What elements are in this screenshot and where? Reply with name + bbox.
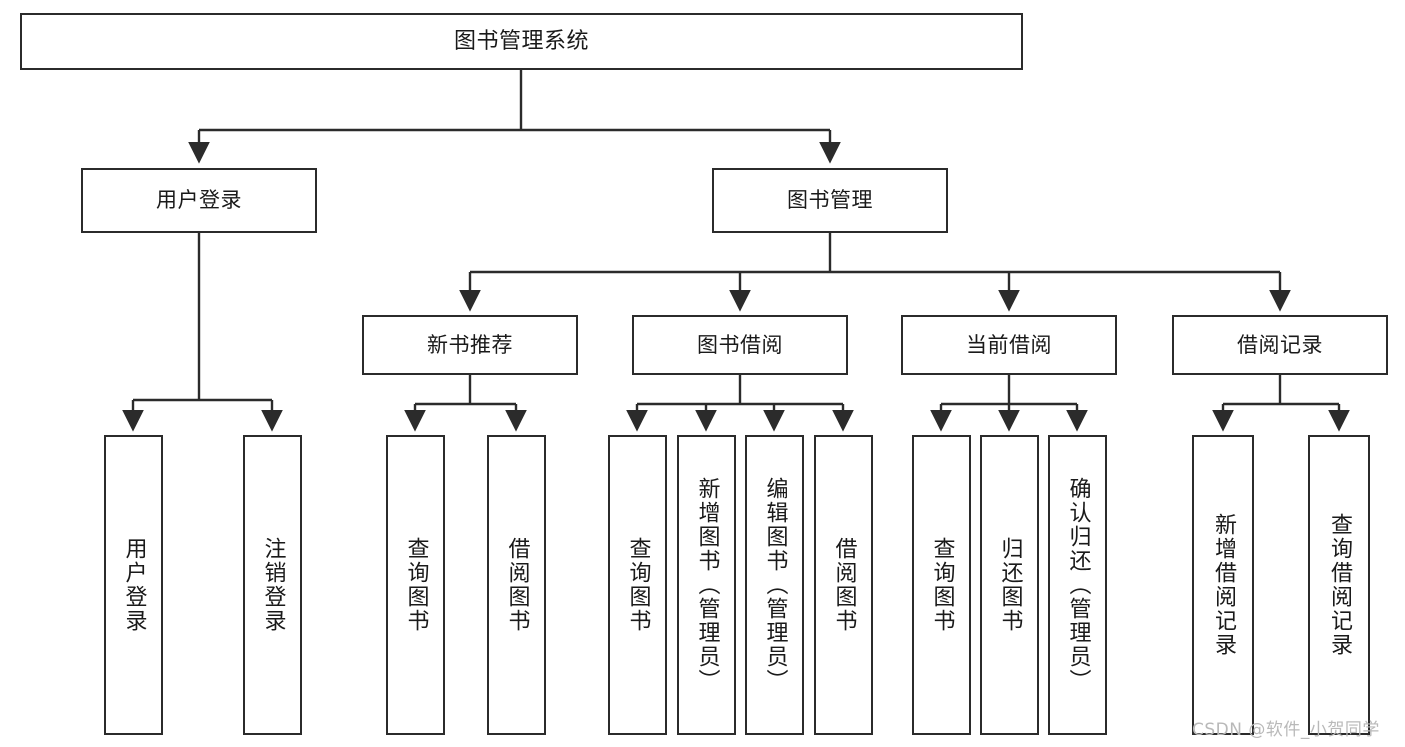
node-book-borrow-label: 图书借阅 (697, 332, 783, 357)
leaf-user-login[interactable]: 用户登录 (104, 435, 163, 735)
csdn-watermark: CSDN @软件_小贺同学 (1192, 720, 1380, 740)
leaf-add-borrow-record-label: 新增借阅记录 (1211, 513, 1236, 657)
leaf-current-query-book-label: 查询图书 (929, 537, 955, 633)
node-user-login-label: 用户登录 (156, 188, 242, 213)
leaf-new-borrow-book[interactable]: 借阅图书 (487, 435, 546, 735)
leaf-logout[interactable]: 注销登录 (243, 435, 302, 735)
leaf-query-borrow-record-label: 查询借阅记录 (1327, 513, 1352, 657)
leaf-return-book-label: 归还图书 (997, 537, 1023, 633)
leaf-edit-book-admin-label: 编辑图书（管理员） (762, 477, 788, 693)
node-root-label: 图书管理系统 (453, 28, 589, 54)
leaf-add-borrow-record[interactable]: 新增借阅记录 (1192, 435, 1254, 735)
node-current-borrow[interactable]: 当前借阅 (901, 315, 1117, 375)
leaf-return-book[interactable]: 归还图书 (980, 435, 1039, 735)
leaf-query-borrow-record[interactable]: 查询借阅记录 (1308, 435, 1370, 735)
leaf-user-login-label: 用户登录 (121, 537, 147, 633)
leaf-add-book-admin[interactable]: 新增图书（管理员） (677, 435, 736, 735)
leaf-borrow-book-label: 借阅图书 (831, 537, 857, 633)
node-current-borrow-label: 当前借阅 (966, 332, 1052, 357)
leaf-borrow-book[interactable]: 借阅图书 (814, 435, 873, 735)
node-book-management[interactable]: 图书管理 (712, 168, 948, 233)
node-book-management-label: 图书管理 (787, 188, 873, 213)
leaf-new-query-book-label: 查询图书 (403, 537, 429, 633)
leaf-new-borrow-book-label: 借阅图书 (504, 537, 530, 633)
leaf-confirm-return-admin-label: 确认归还（管理员） (1065, 477, 1091, 693)
node-user-login[interactable]: 用户登录 (81, 168, 317, 233)
node-borrow-record-label: 借阅记录 (1237, 332, 1323, 357)
leaf-edit-book-admin[interactable]: 编辑图书（管理员） (745, 435, 804, 735)
leaf-borrow-query-book-label: 查询图书 (625, 537, 651, 633)
node-root[interactable]: 图书管理系统 (20, 13, 1023, 70)
leaf-logout-label: 注销登录 (260, 537, 286, 633)
node-borrow-record[interactable]: 借阅记录 (1172, 315, 1388, 375)
node-book-borrow[interactable]: 图书借阅 (632, 315, 848, 375)
leaf-new-query-book[interactable]: 查询图书 (386, 435, 445, 735)
leaf-add-book-admin-label: 新增图书（管理员） (694, 477, 720, 693)
leaf-borrow-query-book[interactable]: 查询图书 (608, 435, 667, 735)
node-new-book-recommend-label: 新书推荐 (427, 332, 513, 357)
leaf-confirm-return-admin[interactable]: 确认归还（管理员） (1048, 435, 1107, 735)
leaf-current-query-book[interactable]: 查询图书 (912, 435, 971, 735)
node-new-book-recommend[interactable]: 新书推荐 (362, 315, 578, 375)
